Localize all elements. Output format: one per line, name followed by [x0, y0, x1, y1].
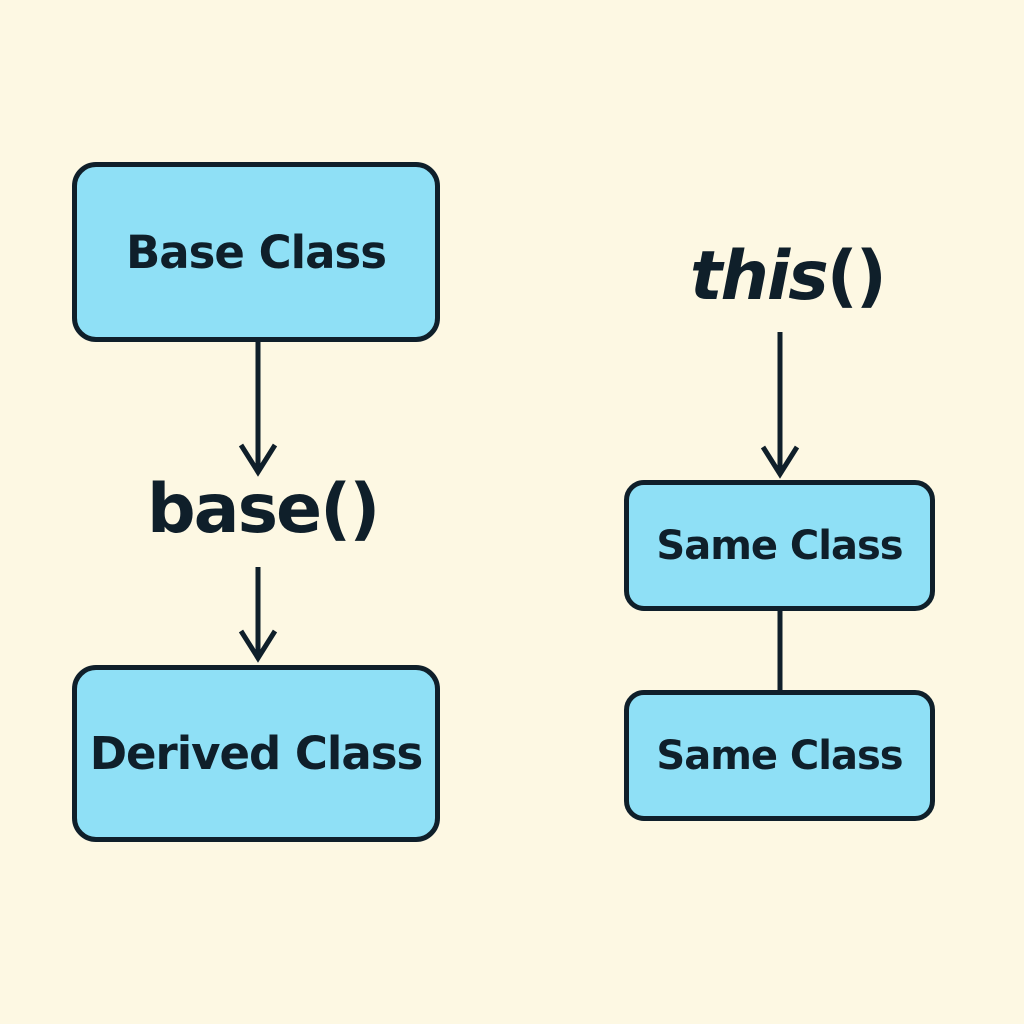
arrow-call-to-derived: [238, 567, 278, 663]
arrow-base-to-call: [238, 342, 278, 477]
this-parens: (): [826, 237, 887, 316]
same-class-box-bottom: Same Class: [624, 690, 935, 821]
base-class-box: Base Class: [72, 162, 440, 342]
same-class-label-bottom: Same Class: [656, 732, 903, 779]
this-keyword: this: [690, 237, 829, 316]
this-call-label: this(): [690, 243, 887, 311]
derived-class-box: Derived Class: [72, 665, 440, 842]
arrow-this-to-same: [760, 332, 800, 479]
base-call-label: base(): [147, 470, 380, 549]
base-class-label: Base Class: [125, 225, 387, 279]
derived-class-label: Derived Class: [89, 727, 424, 780]
same-class-box-top: Same Class: [624, 480, 935, 611]
same-class-label-top: Same Class: [656, 522, 903, 569]
